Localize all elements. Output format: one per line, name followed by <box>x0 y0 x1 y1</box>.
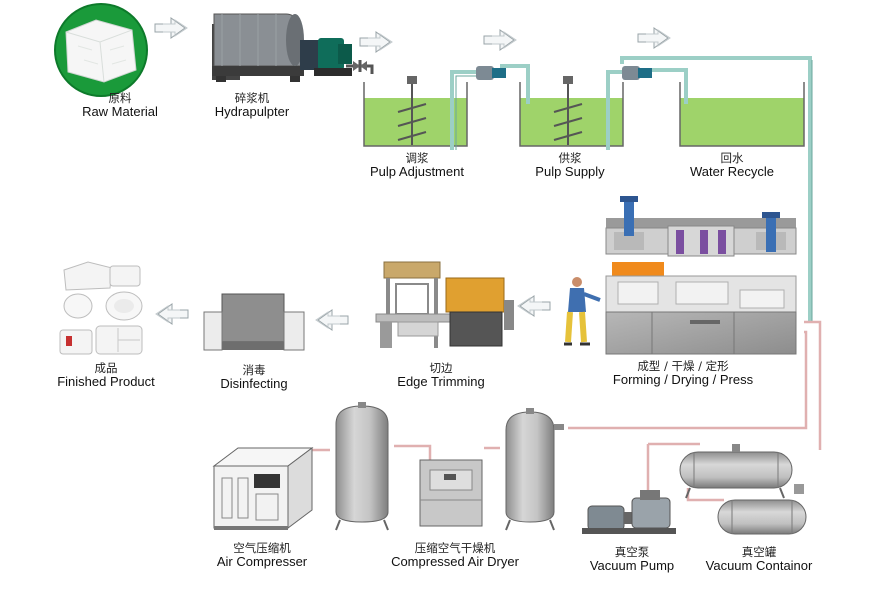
label-finished-product-cn: 成品 <box>94 361 118 375</box>
air-compressor-unit <box>212 447 314 530</box>
edge-trimming-machine <box>375 261 514 348</box>
label-water-recycle: 回水 Water Recycle <box>680 151 784 180</box>
label-water-recycle-en: Water Recycle <box>689 164 775 180</box>
label-forming-en: Forming / Drying / Press <box>612 372 754 388</box>
label-pulp-supply-cn: 供浆 <box>558 151 582 165</box>
vacuum-pump-unit <box>582 490 676 534</box>
label-hydrapulpter: 碎浆机 Hydrapulpter <box>200 91 304 120</box>
label-pulp-adjustment: 调浆 Pulp Adjustment <box>362 151 472 180</box>
flow-arrow-5 <box>517 295 551 317</box>
forming-machine <box>605 196 797 355</box>
label-water-recycle-cn: 回水 <box>720 151 744 165</box>
label-vacuum-container-en: Vacuum Containor <box>705 558 813 574</box>
label-pulp-adjustment-cn: 调浆 <box>405 151 429 165</box>
label-disinfecting-en: Disinfecting <box>220 376 288 392</box>
vacuum-container-tanks <box>679 444 807 535</box>
label-pulp-supply-en: Pulp Supply <box>535 164 605 180</box>
flow-arrow-3 <box>483 29 517 51</box>
flow-arrow-4 <box>637 27 671 49</box>
hydrapulpter-machine <box>212 13 374 82</box>
label-edge-trimming: 切边 Edge Trimming <box>386 361 496 390</box>
transfer-pumps <box>450 27 813 322</box>
air-tank-2 <box>505 408 564 531</box>
label-compressed-air-dryer-en: Compressed Air Dryer <box>391 554 519 570</box>
label-air-compresser: 空气压缩机 Air Compresser <box>208 541 316 570</box>
flow-arrow-6 <box>315 309 349 331</box>
finished-product-image <box>59 261 143 355</box>
label-vacuum-container-cn: 真空罐 <box>741 545 777 559</box>
label-vacuum-pump-cn: 真空泵 <box>614 545 650 559</box>
flow-arrow-1 <box>154 17 188 39</box>
label-air-compresser-cn: 空气压缩机 <box>233 541 291 555</box>
label-compressed-air-dryer: 压缩空气干燥机 Compressed Air Dryer <box>380 541 530 570</box>
label-finished-product: 成品 Finished Product <box>50 361 162 390</box>
label-vacuum-container: 真空罐 Vacuum Containor <box>700 545 818 574</box>
label-raw-material-en: Raw Material <box>82 104 158 120</box>
label-pulp-adjustment-en: Pulp Adjustment <box>370 164 464 180</box>
label-vacuum-pump-en: Vacuum Pump <box>589 558 675 574</box>
label-disinfecting: 消毒 Disinfecting <box>214 363 294 392</box>
label-hydrapulpter-cn: 碎浆机 <box>234 91 270 105</box>
label-vacuum-pump: 真空泵 Vacuum Pump <box>584 545 680 574</box>
disinfecting-chamber <box>203 293 305 351</box>
label-air-compresser-en: Air Compresser <box>216 554 308 570</box>
label-raw-material-cn: 原料 <box>108 91 132 105</box>
water-recycle-tank <box>679 82 805 147</box>
raw-material-image <box>54 3 148 97</box>
label-forming-cn: 成型 / 干燥 / 定形 <box>637 359 729 373</box>
pulp-adjustment-tank <box>363 76 468 147</box>
label-raw-material: 原料 Raw Material <box>64 91 176 120</box>
label-disinfecting-cn: 消毒 <box>242 363 266 377</box>
label-forming: 成型 / 干燥 / 定形 Forming / Drying / Press <box>606 359 760 388</box>
pulp-supply-tank <box>519 76 624 147</box>
label-edge-trimming-cn: 切边 <box>429 361 453 375</box>
flow-arrow-2 <box>359 31 393 53</box>
label-edge-trimming-en: Edge Trimming <box>397 374 485 390</box>
label-finished-product-en: Finished Product <box>57 374 155 390</box>
operator-figure <box>564 277 601 346</box>
label-compressed-air-dryer-cn: 压缩空气干燥机 <box>414 541 496 555</box>
flow-arrow-7 <box>155 303 189 325</box>
label-pulp-supply: 供浆 Pulp Supply <box>520 151 620 180</box>
air-tank-1 <box>335 402 389 531</box>
label-hydrapulpter-en: Hydrapulpter <box>214 104 290 120</box>
compressed-air-dryer-unit <box>419 459 483 527</box>
